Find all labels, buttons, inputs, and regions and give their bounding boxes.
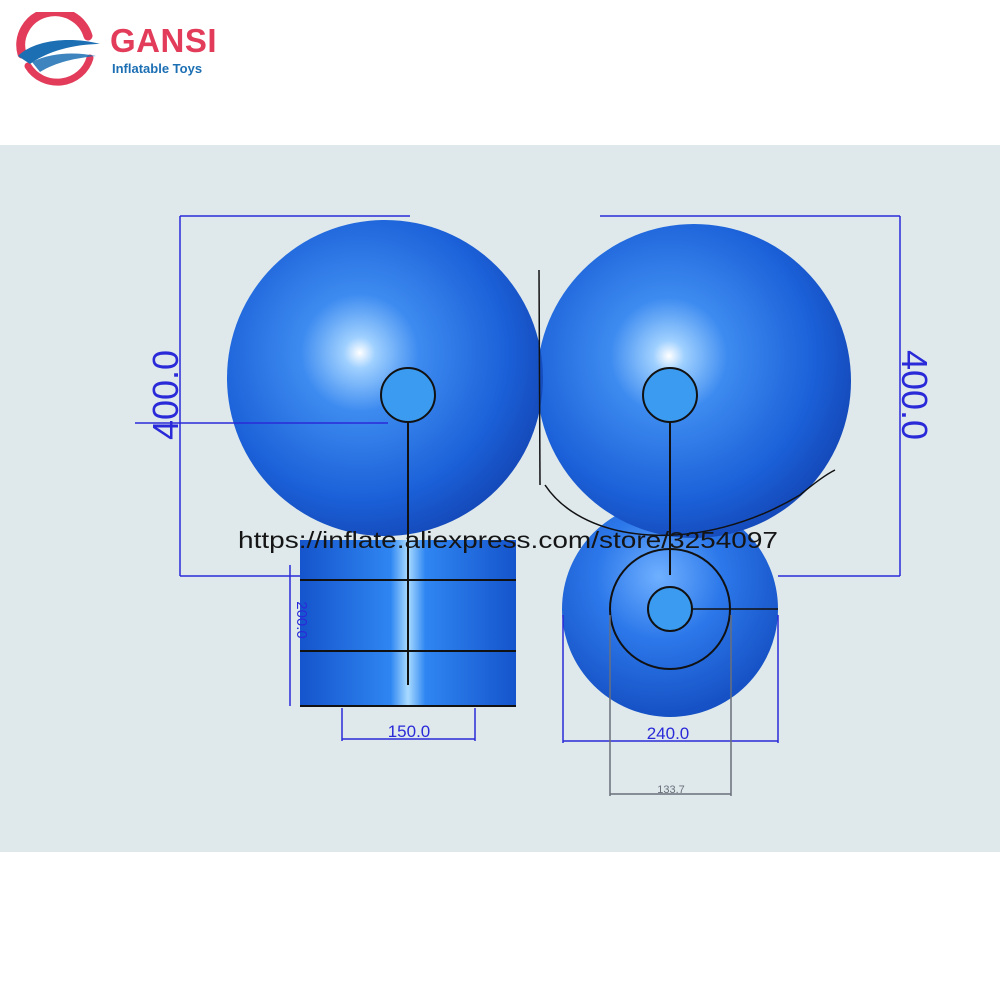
header: GANSI Inflatable Toys <box>0 0 1000 145</box>
brand-tagline: Inflatable Toys <box>112 61 203 76</box>
dimension-lines <box>179 215 901 743</box>
footer <box>0 852 1000 1000</box>
small-sphere-width-label: 240.0 <box>647 724 690 743</box>
inner-dimension-lines <box>609 615 732 796</box>
left-height-label: 400.0 <box>145 350 186 440</box>
right-height-label: 400.0 <box>894 350 935 440</box>
right-large-sphere <box>537 224 851 575</box>
store-watermark: https://inflate.aliexpress.com/store/325… <box>238 527 778 553</box>
product-dimension-drawing: 400.0 400.0 200.0 150.0 240.0 133.7 http… <box>0 145 1000 852</box>
cylinder-width-label: 150.0 <box>388 722 431 741</box>
drawing-canvas: 400.0 400.0 200.0 150.0 240.0 133.7 http… <box>135 215 935 796</box>
inner-circle-width-label: 133.7 <box>657 784 685 796</box>
left-large-sphere <box>135 220 543 685</box>
brand-name: GANSI <box>110 22 218 59</box>
cylinder-height-label: 200.0 <box>293 601 310 639</box>
small-sphere <box>562 501 778 717</box>
swoosh-ring-logo-icon <box>16 12 100 86</box>
